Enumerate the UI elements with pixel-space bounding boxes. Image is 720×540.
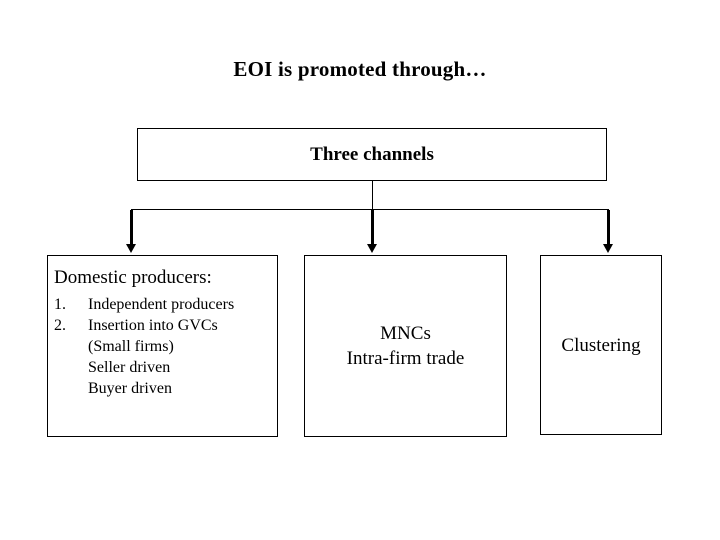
mncs-box-content: MNCs Intra-firm trade [305, 256, 506, 436]
mncs-box: MNCs Intra-firm trade [304, 255, 507, 437]
arrow-down-middle-icon [367, 244, 377, 253]
mncs-label-line1: MNCs [380, 323, 431, 344]
connector-drop-left [130, 210, 133, 246]
list-item-label: Buyer driven [88, 380, 172, 397]
list-item-label: Insertion into GVCs [88, 317, 218, 334]
domestic-producers-heading: Domestic producers: [54, 267, 212, 288]
connector-drop-right [607, 210, 610, 246]
domestic-producers-list: 1. Independent producers 2. Insertion in… [54, 294, 276, 399]
list-item-number: 2. [54, 317, 66, 334]
three-channels-box-inner: Three channels [138, 129, 606, 180]
mncs-label-line2: Intra-firm trade [346, 348, 465, 369]
list-item-number: 1. [54, 296, 66, 313]
connector-drop-middle [371, 210, 374, 246]
arrow-down-left-icon [126, 244, 136, 253]
list-item: Seller driven [54, 357, 276, 378]
domestic-producers-content: Domestic producers: 1. Independent produ… [54, 266, 276, 399]
list-item-label: Independent producers [88, 296, 235, 313]
list-item: 2. Insertion into GVCs [54, 315, 276, 336]
three-channels-box: Three channels [137, 128, 607, 181]
list-item: Buyer driven [54, 378, 276, 399]
list-item: 1. Independent producers [54, 294, 276, 315]
domestic-producers-box: Domestic producers: 1. Independent produ… [47, 255, 278, 437]
clustering-label: Clustering [561, 334, 641, 356]
list-item-label: (Small firms) [88, 338, 174, 355]
connector-horizontal-bus [131, 209, 609, 210]
list-item-label: Seller driven [88, 359, 171, 376]
clustering-box: Clustering [540, 255, 662, 435]
list-item: (Small firms) [54, 336, 276, 357]
page-title: EOI is promoted through… [233, 57, 487, 81]
three-channels-label: Three channels [310, 144, 434, 165]
connector-stem-line [372, 181, 373, 210]
clustering-box-content: Clustering [541, 256, 661, 434]
arrow-down-right-icon [603, 244, 613, 253]
